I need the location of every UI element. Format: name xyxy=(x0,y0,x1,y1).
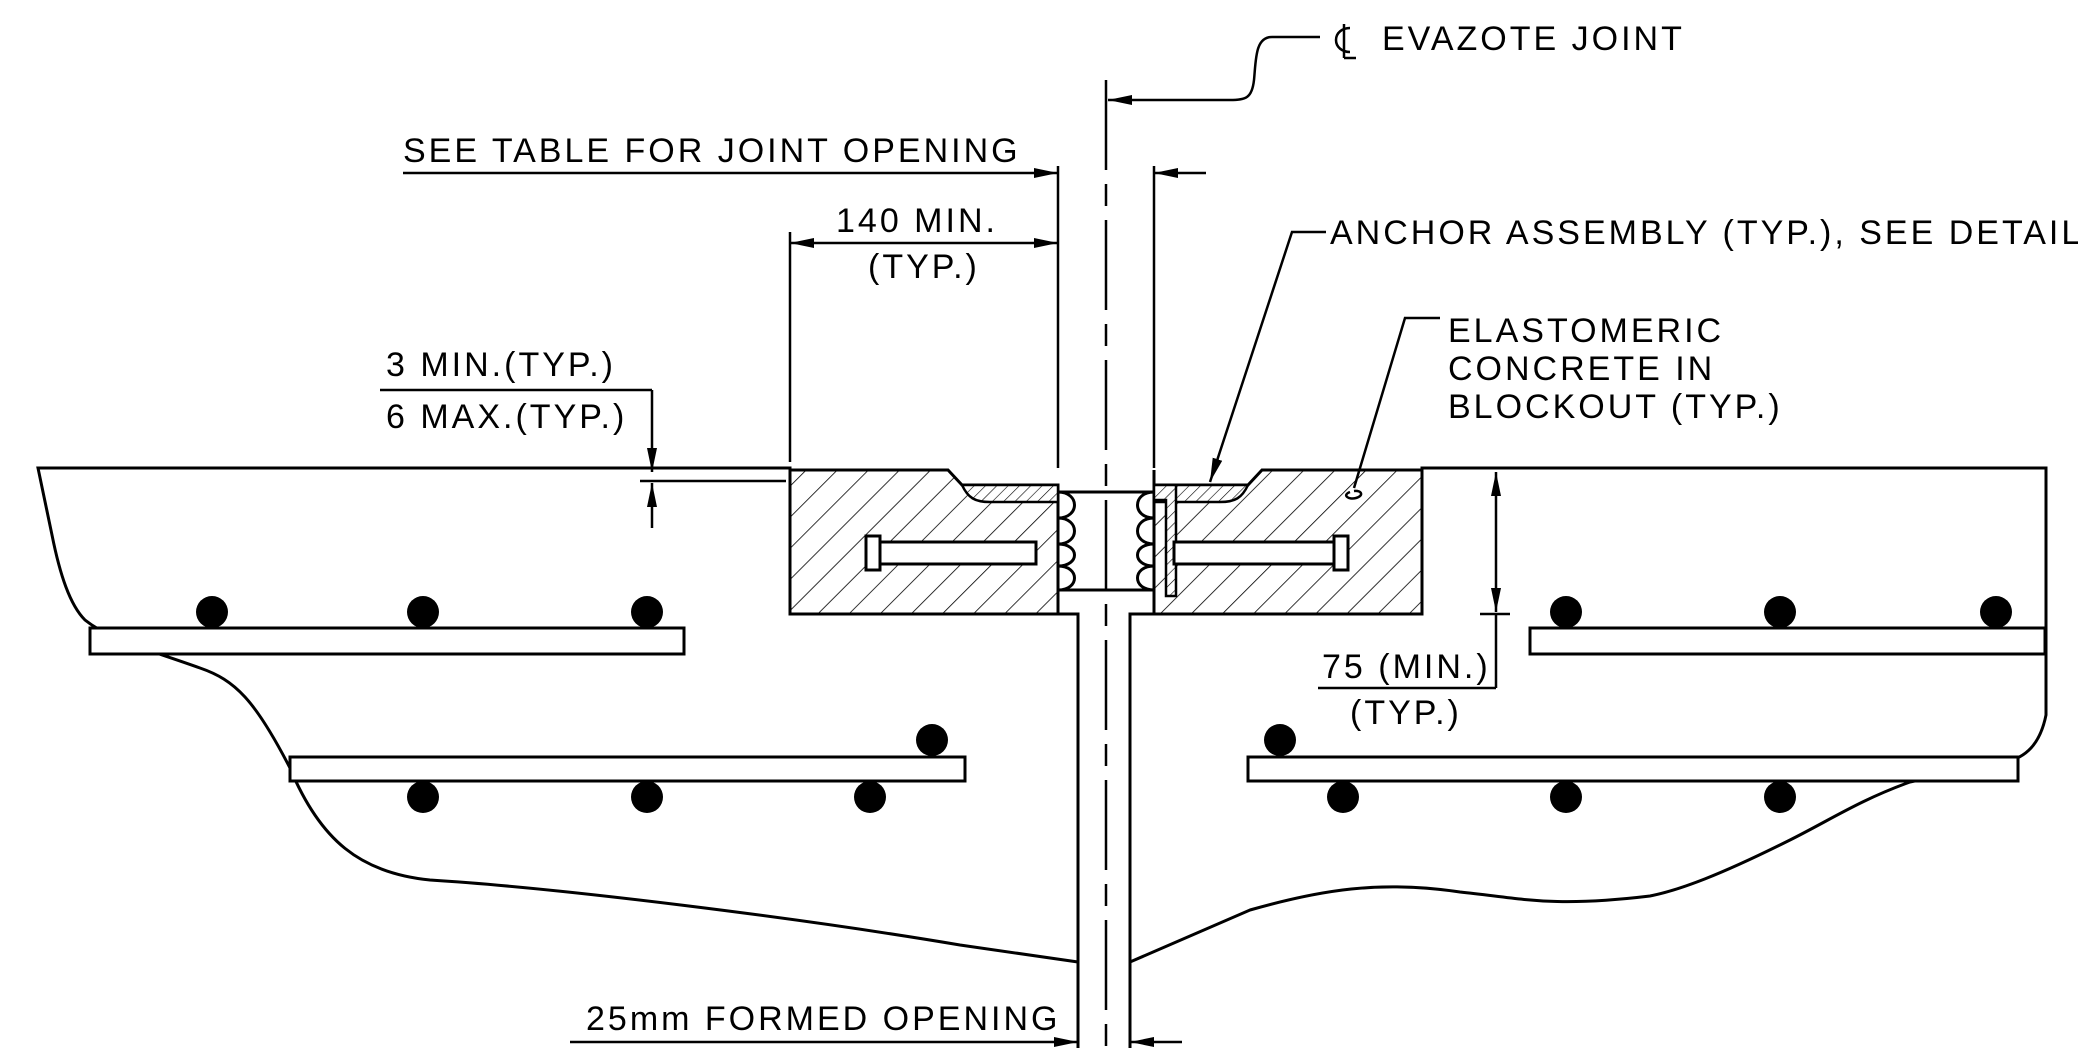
left-anchor-bar xyxy=(878,540,1038,566)
evazote-leader xyxy=(1108,35,1320,105)
elastomeric-label-line1: ELASTOMERIC xyxy=(1448,312,1724,350)
right-deck-slab xyxy=(1128,466,2048,965)
rebar-dot xyxy=(1764,781,1796,813)
rebar-dot xyxy=(1550,596,1582,628)
right-top-rebar xyxy=(1528,626,2047,656)
left-bottom-rebar xyxy=(288,755,967,783)
typ-140-label: (TYP.) xyxy=(868,248,980,286)
blockout-width-dimension xyxy=(788,232,1058,462)
joint-opening-label: SEE TABLE FOR JOINT OPENING xyxy=(403,132,1021,170)
rebar-dot xyxy=(1327,781,1359,813)
right-anchor-bar xyxy=(1172,540,1336,566)
right-blockout xyxy=(1152,468,1424,616)
rebar-dot xyxy=(1264,724,1296,756)
left-top-rebar xyxy=(88,626,686,656)
rebar-dot xyxy=(407,596,439,628)
left-deck-slab xyxy=(36,466,1080,964)
rebar-dot xyxy=(916,724,948,756)
rebar-dot xyxy=(196,596,228,628)
cover-depth-dimension xyxy=(1318,472,1510,690)
left-anchor-head xyxy=(864,534,882,572)
right-steel-angle xyxy=(1152,483,1178,598)
joint-opening-dimension xyxy=(403,166,1206,468)
min-3-label: 3 MIN.(TYP.) xyxy=(386,346,616,384)
surface-tolerance-dimension xyxy=(380,388,786,528)
rebar-dot xyxy=(631,596,663,628)
elastomeric-label-line2: CONCRETE IN xyxy=(1448,350,1715,388)
rebar-dot xyxy=(631,781,663,813)
right-anchor-head xyxy=(1332,534,1350,572)
min-75-label: 75 (MIN.) xyxy=(1322,648,1491,686)
elastomeric-leader xyxy=(1345,316,1440,500)
formed-opening-label: 25mm FORMED OPENING xyxy=(586,1000,1060,1038)
left-header-seat xyxy=(960,483,1060,504)
centerline-symbol xyxy=(1334,24,1356,60)
max-6-label: 6 MAX.(TYP.) xyxy=(386,398,627,436)
rebar-dot xyxy=(1764,596,1796,628)
typ-75-label: (TYP.) xyxy=(1350,694,1462,732)
left-slab-outline xyxy=(36,466,1080,964)
elastomeric-label-line3: BLOCKOUT (TYP.) xyxy=(1448,388,1783,426)
rebar-dot xyxy=(407,781,439,813)
left-blockout xyxy=(788,468,1060,616)
rebar-dot xyxy=(854,781,886,813)
rebar-dot xyxy=(1980,596,2012,628)
anchor-leader xyxy=(1208,230,1326,483)
right-bottom-rebar xyxy=(1246,755,2020,783)
rebar-dot xyxy=(1550,781,1582,813)
min-140-label: 140 MIN. xyxy=(836,202,998,240)
anchor-assembly-label: ANCHOR ASSEMBLY (TYP.), SEE DETAILS xyxy=(1330,214,2078,252)
evazote-joint-label: EVAZOTE JOINT xyxy=(1382,20,1685,58)
